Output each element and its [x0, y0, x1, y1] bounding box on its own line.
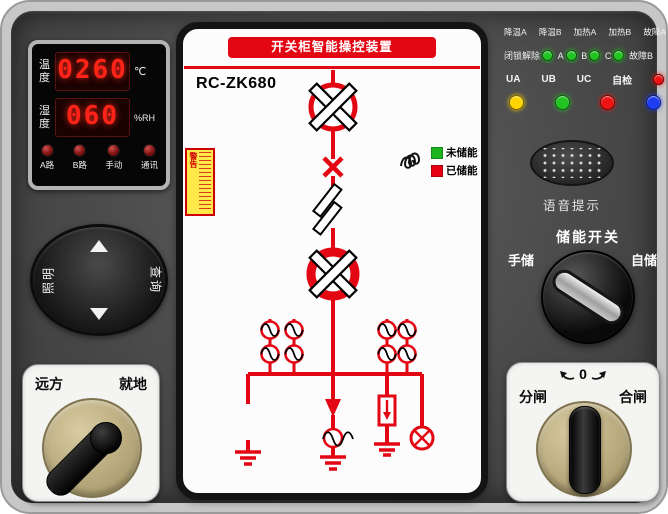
humidity-value: 060: [55, 98, 130, 137]
button-b-cap: [73, 144, 87, 157]
button-manual[interactable]: 手动: [105, 144, 122, 171]
indicator-label: 加热B: [608, 27, 632, 37]
charged-color-swatch: [431, 164, 443, 177]
rotate-cw-icon: [591, 371, 606, 380]
indicator-label: 故障A: [643, 27, 666, 37]
not-charged-label: 未储能: [446, 147, 478, 159]
open-close-switch-panel: 0 分闸 合闸: [506, 362, 660, 502]
zero-position-indicator: 0: [507, 366, 659, 382]
button-manual-cap: [107, 144, 121, 157]
remote-local-knob-base: [40, 398, 142, 502]
down-arrow-button[interactable]: [90, 308, 108, 320]
indicator-label: 降温B: [538, 27, 562, 37]
warning-text-lines: [199, 152, 211, 212]
legend-not-charged: 未储能: [431, 145, 478, 160]
rotate-ccw-icon: [560, 371, 575, 380]
remote-local-switch-panel: 远方 就地: [22, 364, 160, 502]
open-close-knob-handle[interactable]: [569, 406, 601, 494]
indicator-label: 自检: [612, 76, 633, 87]
device-title-banner: 开关柜智能操控装置: [228, 37, 436, 58]
indicator-label: 故障B: [628, 51, 653, 61]
front-panel: 温度 0260 ℃ 湿度 060 %RH A路 B路 手动 通讯: [11, 11, 666, 503]
open-close-knob-base: [536, 401, 632, 497]
indicator-row-4: [504, 95, 666, 110]
indicator-label: C: [604, 50, 612, 61]
indicator-row-1: 降温A 降温B 加热A 加热B 故障A: [504, 26, 666, 38]
open-label: 分闸: [519, 389, 547, 405]
button-manual-label: 手动: [105, 160, 123, 170]
lock-release-led: [542, 50, 554, 61]
indicator-fault-b: 故障B: [629, 49, 666, 62]
close-label: 合闸: [619, 389, 647, 405]
indicator-phase-a: A: [558, 50, 577, 61]
spring-icon: [400, 152, 421, 169]
remote-label: 远方: [35, 376, 63, 392]
humidity-display: 湿度 060 %RH: [38, 97, 160, 138]
indicator-label: A: [557, 50, 564, 61]
zero-label: 0: [579, 366, 587, 382]
humidity-label: 湿度: [39, 104, 50, 130]
up-arrow-button[interactable]: [90, 240, 108, 252]
nav-pad: 照明 查询: [30, 224, 168, 336]
charge-legend: 未储能 已储能: [399, 145, 478, 178]
button-channel-b[interactable]: B路: [73, 144, 87, 171]
indicator-panel: 降温A 降温B 加热A 加热B 故障A 闭锁解除 A B C: [504, 26, 666, 110]
charge-switch-knob[interactable]: [541, 250, 635, 344]
phase-b-led: [589, 50, 601, 61]
indicator-label: 闭锁解除: [504, 51, 541, 61]
ub-led: [554, 95, 570, 110]
indicator-label: UC: [576, 74, 592, 85]
module-buttons: A路 B路 手动 通讯: [38, 143, 160, 171]
charge-switch-title: 储能开关: [556, 229, 620, 245]
button-a-label: A路: [40, 160, 55, 170]
speaker-holes-icon: [543, 148, 601, 178]
indicator-label: 加热A: [573, 27, 597, 37]
button-comm[interactable]: 通讯: [141, 144, 158, 171]
red-divider: [184, 66, 480, 69]
remote-local-knob-hub: [90, 422, 122, 454]
indicator-label: 降温A: [504, 27, 527, 37]
indicator-label: B: [581, 50, 588, 61]
legend-charged: 已储能: [431, 163, 478, 178]
selfcheck-blue-led: [645, 95, 661, 110]
indicator-phase-c: C: [605, 50, 625, 61]
manual-charge-label: 手储: [508, 253, 535, 268]
voice-prompt-label: 语音提示: [542, 199, 601, 213]
temperature-display: 温度 0260 ℃: [38, 51, 160, 92]
indicator-label: UB: [541, 74, 556, 85]
temperature-label: 温度: [39, 58, 50, 84]
not-charged-color-swatch: [431, 146, 443, 159]
temperature-unit: ℃: [134, 66, 147, 78]
self-check-led: [652, 74, 664, 85]
charge-knob-handle: [547, 265, 629, 329]
model-number: RC-ZK680: [196, 75, 277, 92]
humidity-unit: %RH: [134, 112, 156, 123]
button-a-cap: [40, 144, 54, 157]
speaker-grille: [530, 140, 614, 186]
warning-title: 警告: [189, 152, 198, 168]
phase-c-led: [613, 50, 625, 61]
light-button[interactable]: 照明: [41, 265, 56, 295]
button-comm-label: 通讯: [140, 160, 158, 170]
button-b-label: B路: [72, 160, 87, 170]
temp-humidity-module: 温度 0260 ℃ 湿度 060 %RH A路 B路 手动 通讯: [28, 40, 170, 190]
query-button[interactable]: 查询: [148, 265, 163, 295]
temperature-value: 0260: [55, 52, 130, 91]
button-comm-cap: [142, 144, 156, 157]
indicator-label: UA: [506, 74, 521, 85]
local-label: 就地: [119, 376, 147, 392]
indicator-phase-b: B: [581, 50, 601, 61]
charged-label: 已储能: [446, 165, 478, 177]
indicator-lock-release: 闭锁解除: [504, 49, 554, 62]
uc-led: [600, 95, 616, 110]
button-channel-a[interactable]: A路: [40, 144, 54, 171]
indicator-row-2: 闭锁解除 A B C 故障B: [504, 49, 666, 62]
phase-a-led: [565, 50, 577, 61]
mimic-panel: 开关柜智能操控装置 RC-ZK680 警告 未储能 已储能: [176, 22, 488, 500]
ua-led: [509, 95, 524, 110]
indicator-row-3: UA UB UC 自检: [504, 72, 666, 87]
auto-charge-label: 自储: [631, 253, 658, 268]
single-line-diagram: [235, 70, 435, 471]
warning-sticker: 警告: [185, 148, 215, 216]
